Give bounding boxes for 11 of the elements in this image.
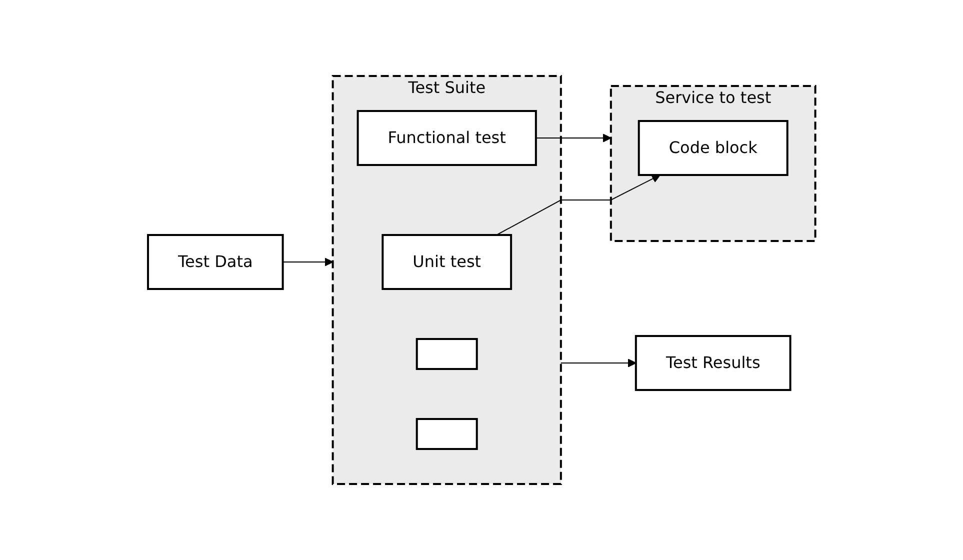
arrow: [496, 174, 660, 236]
node-box: Code block: [638, 120, 788, 176]
node-box: [416, 338, 478, 370]
arrow: [282, 258, 334, 266]
arrow: [535, 134, 612, 142]
node-box: [416, 418, 478, 450]
node-box: Test Results: [634, 335, 792, 391]
node-box: Test Data: [146, 234, 284, 290]
node-box: Functional test: [356, 110, 537, 166]
arrow: [560, 358, 636, 368]
node-box: Unit test: [382, 234, 512, 290]
